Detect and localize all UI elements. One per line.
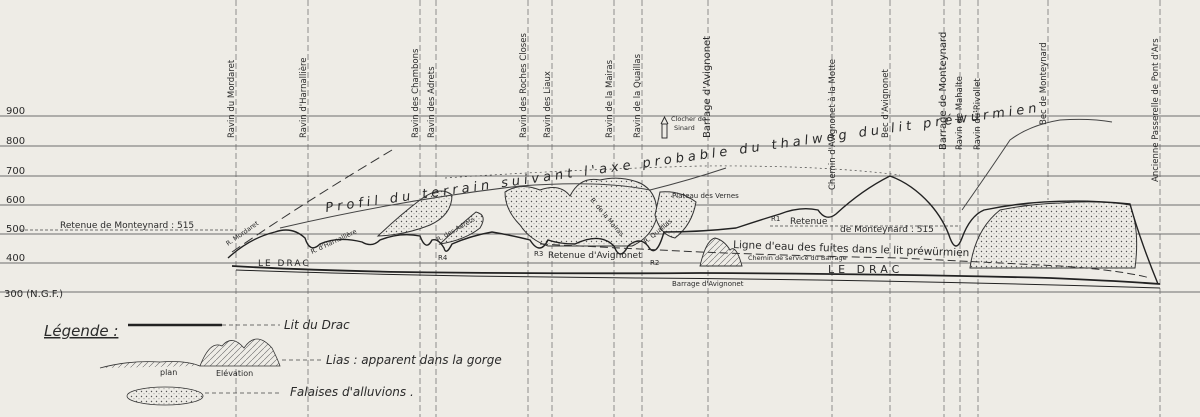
label-retenue-left: Retenue de Monteynard : 515: [60, 221, 194, 231]
label-ravin-mordaret: Ravin du Mordaret: [227, 59, 237, 138]
elev-800: 800: [6, 136, 25, 147]
label-ancienne-passerelle: Ancienne Passerelle de Pont d'Ars: [1151, 38, 1161, 182]
label-le-drac-left: LE DRAC: [258, 259, 311, 269]
label-clocher-2: Sinard: [674, 124, 695, 132]
elev-500: 500: [6, 224, 25, 235]
label-r3: R3: [534, 250, 543, 258]
drac-river-line: [231, 265, 1161, 285]
terrain-profile: [227, 175, 1159, 285]
legend-alluvions-swatch: [126, 386, 204, 406]
label-chemin-service: Chemin de service du Barrage: [748, 254, 847, 262]
elevation-labels: 900 800 700 600 500 400 300 (N.G.F.): [4, 106, 63, 300]
legend-title: Légende :: [44, 322, 118, 340]
vertical-labels: Ravin du Mordaret Ravin d'Harnallière Ra…: [227, 32, 1161, 190]
drac-bed-lower: [235, 269, 1161, 289]
label-ravin-mahalte: Ravin de Mahalte: [955, 76, 965, 150]
label-r1: R1: [771, 215, 780, 223]
alluvial-cliffs: [376, 177, 1138, 269]
label-barrage-avignonet: Barrage d'Avignonet: [702, 36, 713, 138]
legend-elevation-label: Elévation: [216, 368, 253, 378]
label-ravin-quaillas: Ravin de la Quaillas: [633, 53, 643, 138]
label-ravin-roches-closes: Ravin des Roches Closes: [519, 33, 529, 138]
ligne-eau-fuites: [539, 243, 1151, 279]
label-r4: R4: [438, 254, 448, 262]
label-r2: R2: [650, 259, 659, 267]
legend-alluvions-label: Falaises d'alluvions .: [290, 385, 414, 399]
bec-monteynard-slope: [961, 118, 1113, 211]
label-ravin-mairas: Ravin de la Mairas: [605, 59, 615, 138]
elev-700: 700: [6, 166, 25, 177]
label-bec-avignonet: Bec d'Avignonet: [881, 69, 891, 138]
thalweg-curve: [279, 167, 727, 229]
clocher-sinard-icon: [660, 115, 669, 139]
elev-300: 300 (N.G.F.): [4, 289, 63, 300]
legend-lias-elev-swatch: [199, 338, 281, 367]
label-r-harnalliere: R. d'Harnallière: [309, 228, 358, 256]
legend-lias-label: Lias : apparent dans la gorge: [326, 353, 502, 367]
legend-plan-label: plan: [160, 368, 177, 377]
label-retenue-right-b: de Monteynard : 515: [840, 225, 934, 235]
label-ravin-liaux: Ravin des Liaux: [543, 71, 553, 138]
elev-400: 400: [6, 253, 25, 264]
elev-600: 600: [6, 195, 25, 206]
label-bec-monteynard: Bec de Monteynard: [1039, 42, 1049, 125]
label-plateau: Plateau des Vernes: [672, 192, 739, 200]
label-barrage-avignonet-bottom: Barrage d'Avignonet: [672, 280, 744, 288]
label-le-drac-right: LE DRAC: [828, 263, 903, 276]
label-ravin-chambons: Ravin des Chambons: [411, 48, 421, 138]
legend-drac-label: Lit du Drac: [284, 318, 350, 332]
label-ravin-harnalliere: Ravin d'Harnallière: [298, 57, 309, 138]
elev-900: 900: [6, 106, 25, 117]
label-retenue-right-a: Retenue: [790, 217, 828, 227]
legend-lias-plan-swatch: [99, 361, 201, 369]
label-ravin-rivollet: Ravin du Rivollet: [973, 78, 983, 150]
thalweg-dashed-upper: [231, 149, 393, 253]
label-clocher-1: Clocher de: [671, 115, 706, 123]
thalweg-dashed-profile: [444, 165, 901, 179]
legend: Légende : Lit du Drac plan Elévation Lia…: [44, 318, 502, 406]
label-r-mordaret: R. Mordaret: [225, 219, 261, 247]
label-retenue-avignonet: Retenue d'Avignonet: [548, 251, 642, 261]
label-chemin-avignonet: Chemin d'Avignonet à la Motte: [828, 59, 838, 190]
label-ravin-adrets: Ravin des Adrets: [427, 66, 437, 138]
label-barrage-monteynard: Barrage de Monteynard: [938, 32, 949, 150]
